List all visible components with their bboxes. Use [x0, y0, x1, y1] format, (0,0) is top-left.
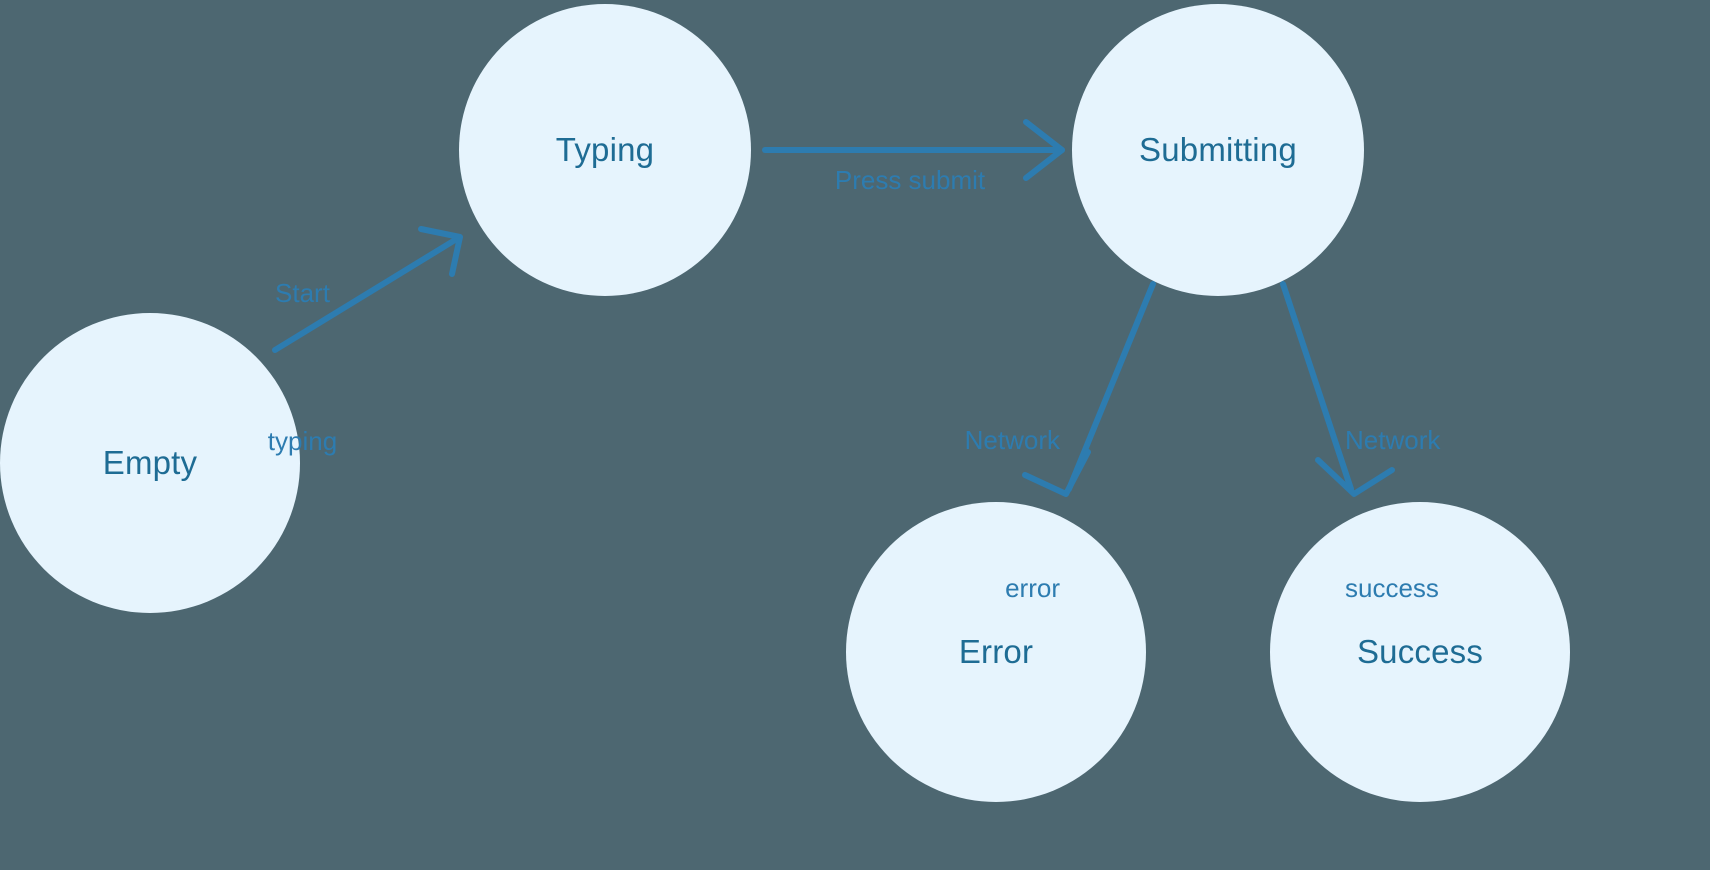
edge-empty-to-typing — [272, 226, 463, 353]
edge-submitting-to-success — [1280, 281, 1395, 497]
edge-label-line-1: Network — [964, 424, 1060, 455]
state-node-success[interactable]: Success — [1270, 502, 1570, 802]
edge-label-line-1: Start — [275, 277, 330, 308]
edge-label-start-typing: Start typing — [215, 170, 390, 565]
edge-typing-to-submitting — [762, 119, 1065, 181]
edge-label-line-1: Press submit — [834, 164, 986, 195]
edge-label-line-2: error — [1005, 572, 1060, 603]
edge-label-line-2: success — [1345, 572, 1439, 603]
state-node-error[interactable]: Error — [846, 502, 1146, 802]
state-node-label: Success — [1356, 633, 1484, 670]
state-node-label: Empty — [102, 444, 198, 481]
edge-label-network-error: Network error — [840, 317, 1060, 712]
state-node-empty[interactable]: Empty — [0, 313, 300, 613]
state-node-label: Error — [958, 633, 1034, 670]
state-node-label: Typing — [555, 131, 655, 168]
state-node-submitting[interactable]: Submitting — [1072, 4, 1364, 296]
edge-label-network-success: Network success — [1345, 317, 1585, 712]
state-node-typing[interactable]: Typing — [459, 4, 751, 296]
state-node-label: Submitting — [1139, 131, 1297, 168]
edge-submitting-to-error — [1022, 281, 1156, 497]
edge-label-press-submit: Press submit — [790, 57, 1030, 304]
edge-label-line-2: typing — [267, 425, 338, 456]
edge-label-line-1: Network — [1345, 424, 1441, 455]
